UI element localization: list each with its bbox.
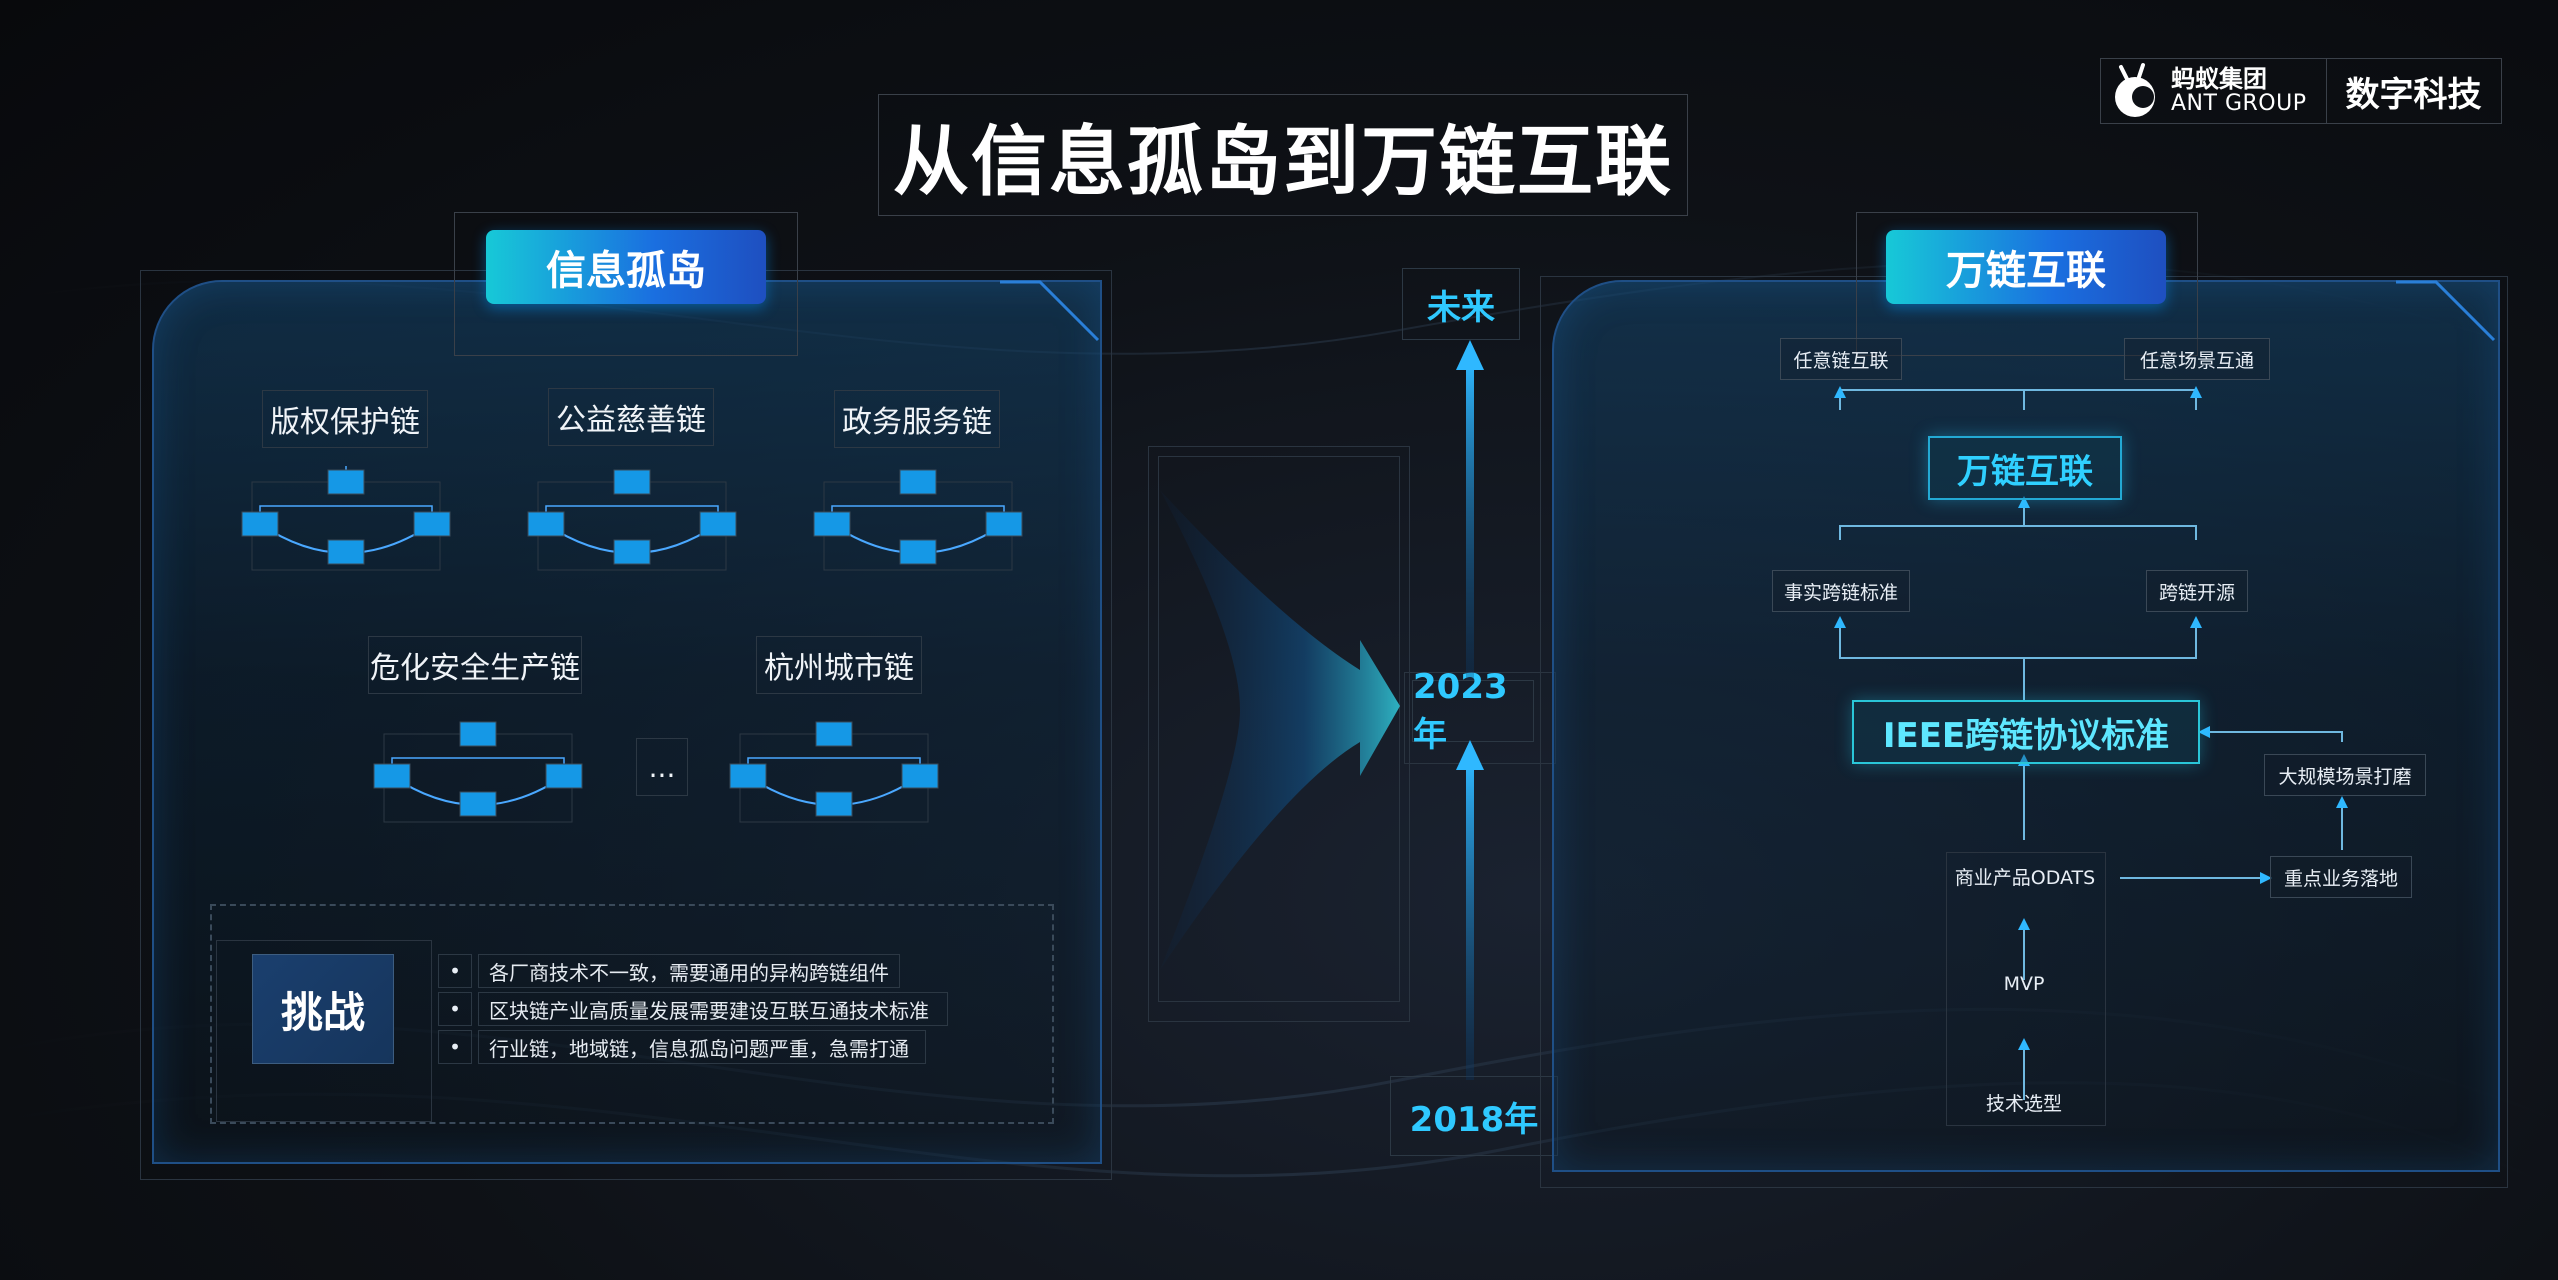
challenge-item-2: 区块链产业高质量发展需要建设互联互通技术标准: [478, 992, 948, 1026]
chain-cluster-copyright: [241, 466, 451, 571]
flow-large-scale: 大规模场景打磨: [2264, 754, 2426, 796]
transition-arrow: [1160, 490, 1400, 970]
flow-tech-selection: 技术选型: [1985, 1092, 2062, 1115]
logo-division: 数字科技: [2345, 74, 2482, 115]
flow-product-odats: 商业产品ODATS: [1954, 866, 2096, 889]
left-tab-frame: [454, 212, 798, 356]
challenge-label: 挑战: [252, 954, 394, 1064]
chain-cluster-charity: [527, 469, 737, 571]
left-panel-tab: 信息孤岛: [486, 230, 766, 304]
chain-label-hazardous: 危化安全生产链: [368, 636, 582, 694]
bullet-1: •: [438, 954, 472, 988]
logo-divider: [2326, 59, 2328, 123]
right-panel-corner: [2396, 280, 2496, 342]
challenge-item-3: 行业链，地域链，信息孤岛问题严重，急需打通: [478, 1030, 926, 1064]
flow-connectors: [1834, 386, 2348, 1100]
flow-product-column: [1946, 852, 2106, 1126]
challenge-item-1: 各厂商技术不一致，需要通用的异构跨链组件: [478, 954, 900, 988]
bullet-3: •: [438, 1030, 472, 1064]
right-tab-frame: [1856, 212, 2198, 356]
flow-core-interchain: 万链互联: [1928, 436, 2122, 500]
transition-frame-inner: [1158, 456, 1400, 1002]
chain-label-government: 政务服务链: [834, 390, 1000, 448]
flow-ieee-standard: IEEE跨链协议标准: [1852, 700, 2200, 764]
page-title: 从信息孤岛到万链互联: [878, 94, 1688, 216]
transition-frame-outer: [1148, 446, 1410, 1022]
timeline-2018: 2018年: [1390, 1076, 1558, 1156]
right-panel-tab: 万链互联: [1886, 230, 2166, 304]
challenge-label-frame: [216, 940, 432, 1122]
chain-cluster-hazardous: [373, 721, 583, 823]
flow-open-source: 跨链开源: [2146, 570, 2248, 612]
chain-label-charity: 公益慈善链: [548, 388, 714, 446]
logo-en: ANT GROUP: [2171, 91, 2307, 117]
ant-group-logo: 蚂蚁集团 ANT GROUP 数字科技: [2100, 58, 2502, 124]
right-panel: [1552, 280, 2500, 1172]
chain-label-hangzhou: 杭州城市链: [756, 636, 922, 694]
chain-cluster-hangzhou: [729, 721, 939, 823]
flow-fact-standard: 事实跨链标准: [1772, 570, 1910, 612]
chain-cluster-government: [813, 469, 1023, 571]
timeline-arrows: [1456, 340, 1484, 1080]
flow-any-chain: 任意链互联: [1780, 338, 1902, 380]
ant-logo-icon: [2105, 61, 2165, 121]
flow-mvp: MVP: [2003, 973, 2045, 995]
chain-ellipsis: ...: [636, 738, 688, 796]
bullet-2: •: [438, 992, 472, 1026]
challenge-frame: [210, 904, 1054, 1124]
flow-key-business: 重点业务落地: [2270, 856, 2412, 898]
left-panel-corner: [1000, 280, 1100, 342]
flow-any-scene: 任意场景互通: [2124, 338, 2270, 380]
chain-label-copyright: 版权保护链: [262, 390, 428, 448]
logo-cn: 蚂蚁集团: [2171, 64, 2267, 93]
timeline-future: 未来: [1402, 268, 1520, 340]
